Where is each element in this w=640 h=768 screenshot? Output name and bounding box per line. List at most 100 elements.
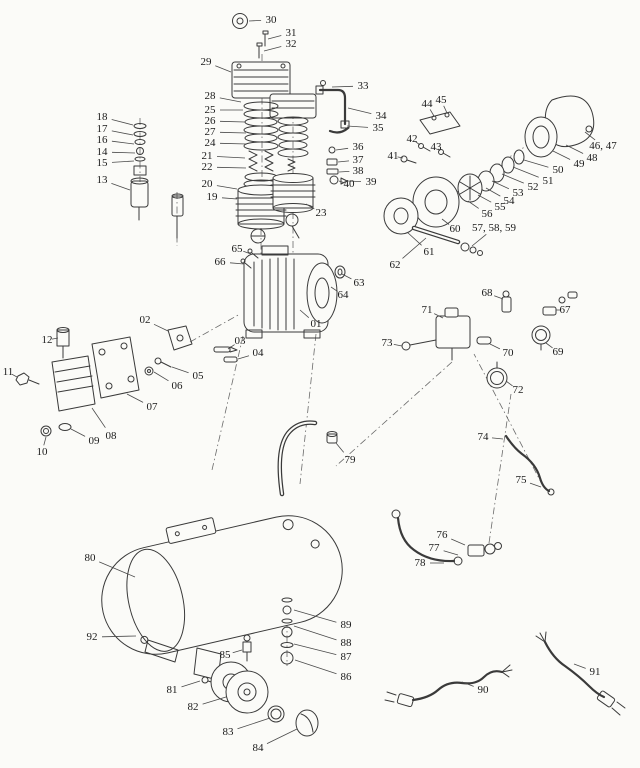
leader-05 [171,366,189,374]
part-number-11: 11 [3,366,14,378]
part-number-35: 35 [373,122,385,134]
head-bolts [256,30,269,59]
leader-09 [70,428,86,437]
part-number-89: 89 [341,619,353,631]
leader-64 [330,286,338,292]
leader-06 [153,371,169,382]
leader-17 [111,130,134,136]
part-number-33: 33 [358,80,370,92]
part-number-62: 62 [390,259,401,271]
part-number-55: 55 [495,201,507,213]
leader-22 [216,166,247,169]
part-number-32: 32 [286,38,297,50]
part-number-28: 28 [205,90,217,102]
leader-07 [126,393,144,403]
part-number-69: 69 [553,346,565,358]
part-number-38: 38 [353,165,365,177]
leader-84 [266,728,298,744]
part-number-37: 37 [353,154,365,166]
small-fittings [326,146,348,185]
leader-10 [43,436,47,446]
part-number-39: 39 [366,176,378,188]
leader-53 [491,180,510,190]
part-number-75: 75 [516,474,528,486]
pressure-switch-assembly [401,290,578,389]
leader-49 [552,150,571,160]
part-number-66: 66 [215,256,227,268]
part-number-26: 26 [205,115,217,127]
part-number-17: 17 [97,123,109,135]
leader-21 [216,156,246,159]
part-number-05: 05 [193,370,205,382]
leader-70 [489,343,501,350]
leader-37 [337,160,350,163]
part-number-06: 06 [172,380,184,392]
leader-65 [243,250,252,255]
part-number-03: 03 [235,335,247,347]
leader-29 [215,65,232,73]
part-number-41: 41 [388,150,399,162]
leader-63 [341,273,352,280]
leader-90 [461,681,474,687]
leader-15 [111,160,135,163]
part-number-54: 54 [504,195,516,207]
leader-76 [451,538,466,546]
power-cord-with-plug [384,664,513,708]
unloader-valve-assembly [15,325,238,437]
part-number-40: 40 [344,178,356,190]
part-number-67: 67 [560,304,572,316]
leader-14 [111,151,136,154]
breather-plug [326,431,338,444]
leader-27 [219,131,247,134]
part-number-44: 44 [422,98,434,110]
motor-assembly [383,95,595,256]
leader-54 [485,187,501,197]
part-number-02: 02 [140,314,151,326]
leader-04 [237,355,250,360]
part-number-63: 63 [354,277,366,289]
part-number-92: 92 [87,631,98,643]
part-number-12: 12 [42,334,53,346]
leader-42 [415,141,421,146]
leader-45 [443,105,448,114]
part-number-15: 15 [97,157,109,169]
air-filter-assembly [130,123,184,239]
leader-23 [305,203,315,210]
leader-34 [347,107,372,114]
part-number-43: 43 [431,141,443,153]
part-number-42: 42 [407,133,418,145]
leader-03 [227,344,235,350]
part-number-82: 82 [188,701,199,713]
part-number-30: 30 [266,14,278,26]
part-number-50: 50 [553,164,565,176]
part-number-48: 48 [587,152,599,164]
part-number-18: 18 [97,111,109,123]
part-number-91: 91 [590,666,601,678]
leader-79 [335,442,345,453]
part-number-60: 60 [450,223,462,235]
part-number-76: 76 [437,529,449,541]
part-number-87: 87 [341,651,353,663]
leader-44 [429,109,435,117]
leader-91 [573,663,586,669]
leader-72 [505,380,513,387]
leader-82 [202,696,227,705]
part-number-53: 53 [513,187,525,199]
part-number-14: 14 [97,146,109,158]
leader-86 [294,659,337,675]
part-number-27: 27 [205,126,217,138]
leader-62 [402,237,427,259]
part-number-86: 86 [341,671,353,683]
leader-77 [443,550,459,556]
outlet-pipe [315,80,350,134]
leader-55 [477,194,492,203]
leader-33 [331,85,354,88]
part-number-07: 07 [147,401,159,413]
outlet-hose [391,509,502,566]
leader-57-58-59 [471,233,487,247]
leader-71 [434,313,444,319]
leader-30 [248,20,262,22]
diagram-artwork [15,13,626,737]
check-valve-stack [280,597,294,665]
